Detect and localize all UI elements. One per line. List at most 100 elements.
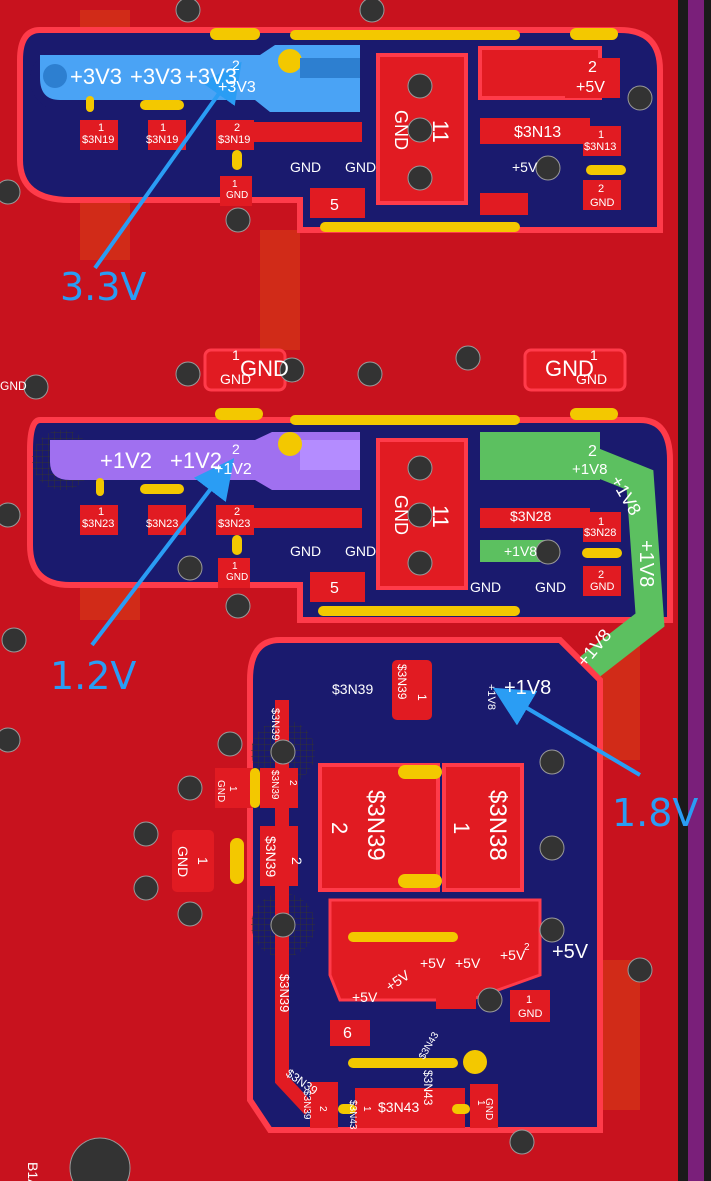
arrow-1v2	[90, 458, 235, 647]
label-pin1-g: 1	[232, 561, 238, 572]
label-pin1-3n28: 1	[598, 516, 604, 528]
label-pin2-gnd-mid: 2	[598, 569, 604, 581]
label-gnd-k2: GND	[483, 1098, 494, 1120]
label-gnd-right: GND	[576, 371, 607, 387]
label-pin6: 6	[343, 1025, 352, 1042]
label-gnd-i: GND	[345, 543, 376, 559]
label-5v-d: +5V	[455, 955, 481, 971]
label-pin2-i: 2	[289, 857, 305, 865]
label-3n13-a: $3N13	[514, 124, 561, 141]
label-5v-e: +5V	[500, 947, 526, 963]
label-pin2-3v3: 2	[232, 57, 240, 73]
label-gnd-left: GND	[220, 371, 251, 387]
arrow-1v8	[492, 687, 642, 777]
label-pin2-1v2: 2	[232, 441, 240, 457]
component-3n39[interactable]	[318, 763, 440, 892]
label-1v2-a: +1V2	[100, 448, 152, 473]
label-3n23-b: $3N23	[146, 518, 178, 530]
label-1v2-pad: +1V2	[214, 461, 252, 478]
label-1v8-mid: +1V8	[504, 543, 537, 559]
label-5v-c: +5V	[420, 955, 446, 971]
label-3n28-b: $3N28	[584, 527, 616, 539]
label-gnd-e: GND	[290, 159, 321, 175]
label-3n23-a: $3N23	[82, 518, 114, 530]
label-b1a: B1A	[25, 1162, 41, 1181]
label-pin2-h: 2	[287, 780, 298, 786]
label-3n39-c: $3N39	[269, 708, 281, 740]
label-pin1-j: 1	[361, 1106, 372, 1112]
label-gnd-low: GND	[518, 1008, 543, 1020]
component-3n38[interactable]	[442, 763, 524, 892]
label-3n39-e: $3N39	[263, 836, 279, 877]
annotation-1v8: 1.8V	[612, 791, 699, 835]
label-pin2-5v: 2	[588, 59, 597, 76]
label-pin2-5v-e: 2	[524, 942, 530, 953]
label-3n39-a: $3N39	[332, 681, 373, 697]
label-pin1-i: 1	[195, 857, 211, 865]
label-3n39-big: $3N39	[362, 790, 389, 861]
label-pin1-3n13: 1	[598, 129, 604, 141]
label-pin1-gnd-low: 1	[526, 994, 532, 1006]
label-3n28-a: $3N28	[510, 508, 551, 524]
label-pin1-3n39: 1	[415, 694, 429, 701]
label-pin1-k: 1	[475, 1100, 486, 1106]
label-3n43-d: $3N43	[347, 1100, 358, 1130]
label-3n39-b: $3N39	[395, 664, 409, 700]
label-gnd-h2: GND	[215, 780, 226, 802]
label-gnd-u1: GND	[391, 110, 411, 150]
label-pin2-1v8: 2	[588, 443, 597, 460]
arrow-3v3	[93, 61, 242, 270]
regulator-3v3-block	[0, 0, 663, 233]
label-pin2-c: 2	[234, 122, 240, 134]
label-1v8-output: +1V8	[504, 677, 551, 699]
label-5v-top: +5V	[576, 79, 605, 96]
label-1v8-output-small: +1V8	[485, 684, 497, 710]
label-3v3-pad: +3V3	[218, 79, 256, 96]
label-gnd-mid-right: GND	[590, 581, 615, 593]
label-3n38-big: $3N38	[484, 790, 511, 861]
label-pin1-gnd-right: 1	[590, 347, 598, 363]
label-pin2-j: 2	[317, 1106, 328, 1112]
label-5v-mid: +5V	[512, 159, 538, 175]
label-gnd-i2: GND	[175, 846, 191, 877]
label-3v3-c: +3V3	[185, 64, 237, 89]
label-pin5-mid: 5	[330, 580, 339, 597]
label-gnd-k: GND	[535, 579, 566, 595]
label-pin1-b: 1	[160, 122, 166, 134]
label-pin1-a: 1	[98, 122, 104, 134]
label-3n43-b: $3N43	[421, 1070, 435, 1106]
label-5v-a: +5V	[352, 989, 378, 1005]
label-gnd-u2: GND	[391, 495, 411, 535]
label-1v2-b: +1V2	[170, 448, 222, 473]
label-pin11-top: 11	[428, 120, 453, 143]
label-gnd-right-big: GND	[545, 356, 594, 381]
label-3n39-h: $3N39	[301, 1090, 312, 1120]
label-gnd-left-big: GND	[240, 356, 289, 381]
label-3n43-c: $3N43	[378, 1099, 419, 1115]
label-3v3-b: +3V3	[130, 64, 182, 89]
label-pin1-e: 1	[98, 506, 104, 518]
label-pin2-gnd: 2	[598, 183, 604, 195]
label-3n19-b: $3N19	[146, 134, 178, 146]
label-1v8-pad: +1V8	[572, 461, 607, 478]
label-1v8-trace-b: +1V8	[635, 540, 657, 587]
label-3n19-c: $3N19	[218, 134, 250, 146]
board-edge-purple	[688, 0, 704, 1181]
annotation-1v2: 1.2V	[50, 654, 137, 698]
regulator-lower-block	[0, 637, 653, 1181]
label-3n19-a: $3N19	[82, 134, 114, 146]
label-3n13-b: $3N13	[584, 141, 616, 153]
label-5v-big: +5V	[552, 941, 589, 963]
label-gnd-top-right: GND	[590, 197, 615, 209]
label-pin11-mid: 11	[428, 505, 453, 528]
label-gnd-j: GND	[470, 579, 501, 595]
label-pin2-3n39: 2	[327, 822, 352, 834]
label-pin1-d: 1	[232, 179, 238, 190]
label-gnd-g: GND	[226, 572, 248, 583]
trace-1v8	[546, 446, 665, 704]
label-pin5-top: 5	[330, 197, 339, 214]
label-pin1-3n38: 1	[449, 822, 474, 834]
label-3v3-a: +3V3	[70, 64, 122, 89]
